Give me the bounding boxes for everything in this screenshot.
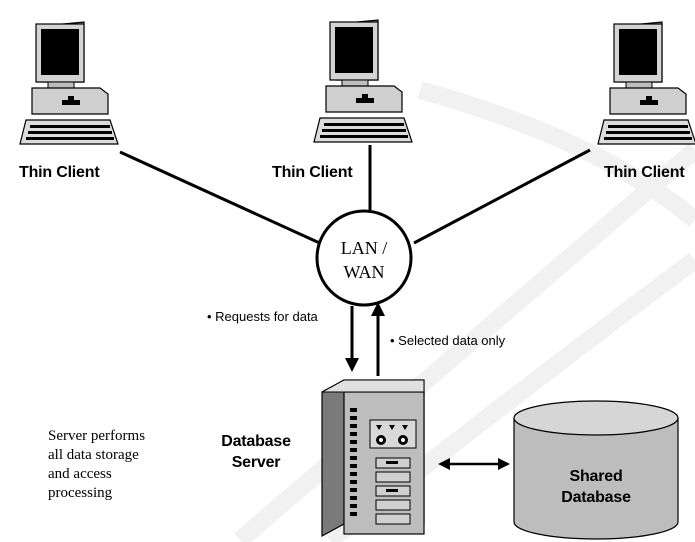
server-database-link bbox=[438, 458, 510, 470]
server-description-line: and access bbox=[48, 466, 112, 482]
database-label-line2: Database bbox=[561, 489, 631, 506]
thin-client-left-label: Thin Client bbox=[19, 164, 100, 181]
network-label-line1: LAN / bbox=[340, 238, 388, 258]
network-label: LAN / WAN bbox=[330, 236, 398, 284]
thin-client-center-label: Thin Client bbox=[272, 164, 353, 181]
thin-client-right-icon bbox=[597, 21, 695, 145]
link-client-right bbox=[413, 148, 591, 245]
shared-database-icon bbox=[513, 400, 679, 540]
thin-client-center-icon bbox=[313, 19, 413, 143]
server-description-line: processing bbox=[48, 485, 113, 501]
network-node bbox=[315, 209, 413, 307]
server-label-line2: Server bbox=[231, 454, 281, 471]
database-server-icon bbox=[321, 379, 425, 538]
request-arrow bbox=[345, 306, 359, 372]
link-client-left bbox=[119, 150, 325, 247]
response-label: • Selected data only bbox=[390, 333, 506, 348]
request-label: • Requests for data bbox=[207, 309, 318, 324]
server-description: Server performs all data storage and acc… bbox=[48, 427, 145, 503]
server-description-line: Server performs bbox=[48, 428, 146, 444]
server-description-line: all data storage bbox=[48, 447, 139, 463]
network-label-line2: WAN bbox=[343, 262, 385, 282]
response-arrow bbox=[371, 302, 385, 376]
database-label-line1: Shared bbox=[569, 468, 623, 485]
database-label: Shared Database bbox=[546, 466, 646, 508]
server-label: Database Server bbox=[214, 431, 298, 473]
server-label-line1: Database bbox=[221, 433, 291, 450]
thin-client-left-icon bbox=[19, 21, 119, 145]
thin-client-right-label: Thin Client bbox=[604, 164, 685, 181]
